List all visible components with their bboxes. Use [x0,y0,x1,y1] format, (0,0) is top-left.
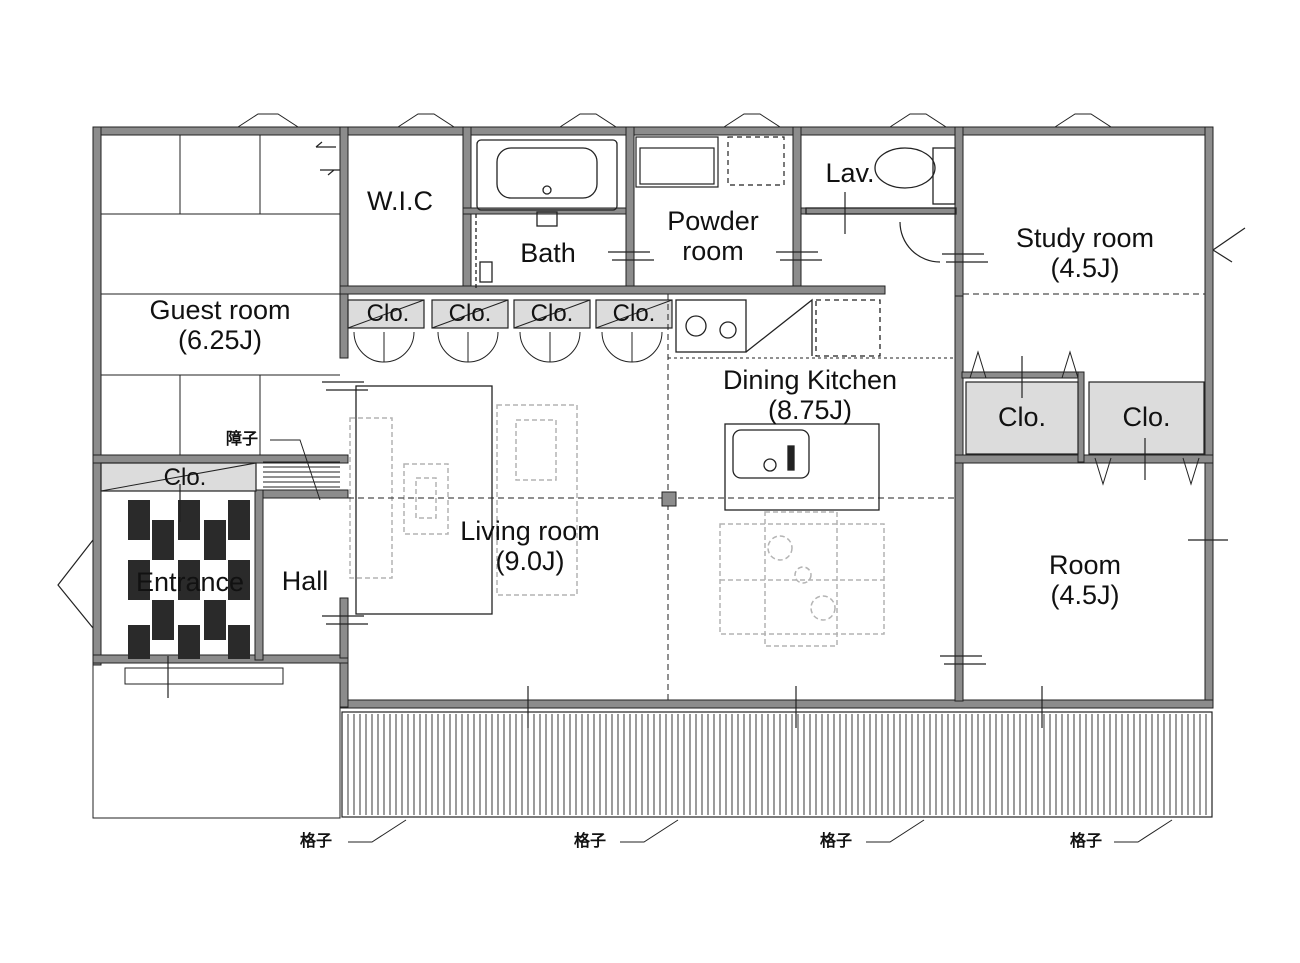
room-label: Room [1048,550,1122,580]
porch [92,662,341,819]
guest-room-size: (6.25J) [177,325,263,355]
living-room-label: Living room [460,516,600,546]
dining-kitchen-label: Dining Kitchen [722,365,898,395]
powder-label-line2: room [682,236,744,266]
lattice-annotation-1: 格子 [299,833,332,850]
bath-fixtures [475,139,618,288]
closet-label-1: Clo. [366,300,410,327]
lattice-leaders [348,819,1173,843]
powder-fixtures [635,136,785,188]
living-area-rect [355,385,493,615]
lav-label: Lav. [825,158,875,188]
shoji-step [263,461,340,488]
study-room-size: (4.5J) [1050,253,1120,283]
kitchen-fixtures [675,298,881,511]
bath-label: Bath [520,238,576,268]
hall-label: Hall [281,566,329,596]
closet-label-6: Clo. [1122,402,1171,432]
study-room-label: Study room [1015,223,1155,253]
door-markers [57,141,1246,728]
window-markers [236,113,1113,128]
closet-label-7: Clo. [163,464,207,491]
interior-walls [92,126,1214,702]
entrance-label: Entrance [135,567,245,597]
column-post [661,491,677,507]
shoji-annotation: 障子 [225,431,258,448]
tatami-grid [101,135,340,455]
lattice-annotation-3: 格子 [819,833,852,850]
closet-label-2: Clo. [448,300,492,327]
lattice-annotation-2: 格子 [573,833,606,850]
powder-label-line1: Powder [667,206,759,236]
closet-label-5: Clo. [997,402,1046,432]
engawa-deck [341,711,1213,818]
closet-doors [353,331,1200,486]
living-room-size: (9.0J) [495,546,565,576]
entrance-tiles [128,500,250,659]
wic-label: W.I.C [367,186,433,216]
dining-kitchen-size: (8.75J) [767,395,853,425]
dining-furniture [719,511,885,647]
guest-room-label: Guest room [149,295,291,325]
closet-label-3: Clo. [530,300,574,327]
closet-diagonals [100,299,673,492]
room-size: (4.5J) [1050,580,1120,610]
lavatory-fixtures [805,147,957,215]
lattice-annotation-4: 格子 [1069,833,1102,850]
closet-label-4: Clo. [612,300,656,327]
